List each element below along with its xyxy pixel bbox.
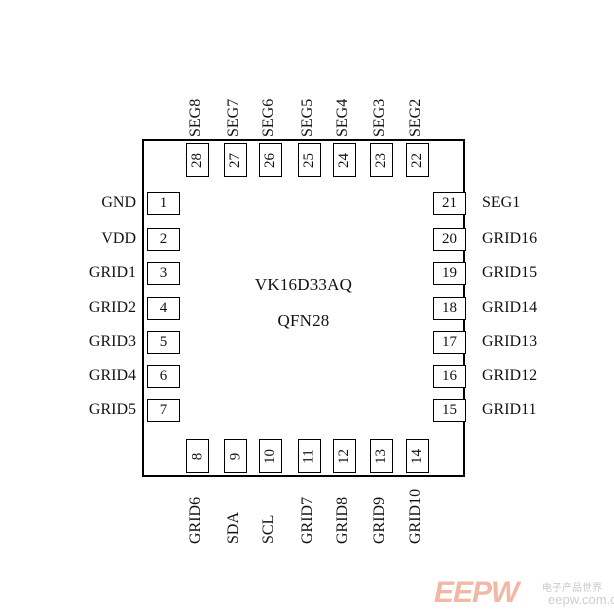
pin-number: 22 [409,152,425,168]
pin-pad-top: 23 [370,143,393,177]
pin-pad-left: 2 [147,228,180,251]
pin-pad-top: 27 [224,143,247,177]
pin-pad-top: 25 [298,143,321,177]
pin-label-bottom: GRID6 [187,496,204,544]
eepw-url: eepw.com.cn [548,592,614,607]
pin-label-top: SEG3 [371,98,388,137]
pin-pad-left: 7 [147,399,180,422]
pin-number: 8 [189,452,205,460]
pin-pad-left: 3 [147,262,180,285]
pin-pad-left: 5 [147,331,180,354]
pin-number: 10 [262,448,278,464]
pin-number: 6 [159,368,168,384]
pin-number: 24 [336,152,352,168]
pin-label-top: SEG2 [407,98,424,137]
pin-number: 20 [442,231,457,247]
pin-number: 25 [301,152,317,168]
eepw-logo: EEPW [434,576,519,609]
pin-label-top: SEG4 [334,98,351,137]
pin-pad-right: 18 [433,297,466,320]
pin-number: 5 [159,334,168,350]
pin-pad-right: 17 [433,331,466,354]
pin-number: 1 [159,195,168,211]
pin-pad-bottom: 14 [406,439,429,473]
pin-number: 9 [227,452,243,460]
pin-number: 3 [159,265,168,281]
pin-pad-left: 4 [147,297,180,320]
pin-pad-right: 21 [433,192,466,215]
pin-label-left: VDD [101,230,136,247]
pin-label-right: GRID12 [482,367,538,384]
pin-number: 7 [159,402,168,418]
pin-number: 16 [442,368,457,384]
pin-label-right: GRID15 [482,264,538,281]
pin-number: 17 [442,334,457,350]
pin-number: 15 [442,402,457,418]
pin-label-top: SEG5 [299,98,316,137]
pin-pad-bottom: 8 [186,439,209,473]
pin-pad-bottom: 11 [298,439,321,473]
pin-pad-left: 6 [147,365,180,388]
package-type: QFN28 [277,311,330,330]
pin-pad-bottom: 13 [370,439,393,473]
pin-label-right: GRID16 [482,230,538,247]
pin-pad-top: 26 [259,143,282,177]
chip-body [142,139,465,477]
pin-number: 28 [189,152,205,168]
pin-number: 19 [442,265,457,281]
pin-label-left: GRID3 [88,333,136,350]
pin-number: 23 [373,152,389,168]
part-number: VK16D33AQ [254,275,353,294]
pin-number: 4 [159,300,168,316]
pin-label-left: GRID4 [88,367,136,384]
pin-label-bottom: GRID7 [299,496,316,544]
pin-pad-right: 19 [433,262,466,285]
pin-label-top: SEG6 [260,98,277,137]
pin-pad-top: 24 [333,143,356,177]
pin-number: 27 [227,152,243,168]
eepw-tagline: 电子产品世界 [542,583,602,594]
pin-number: 11 [300,448,317,464]
pin-pad-right: 16 [433,365,466,388]
pin-label-bottom: SDA [225,511,242,544]
pin-pad-left: 1 [147,192,180,215]
pin-number: 14 [409,448,425,464]
pin-pad-right: 15 [433,399,466,422]
pin-number: 2 [159,231,168,247]
pin-label-bottom: SCL [260,514,277,544]
pin-number: 18 [442,300,457,316]
pin-number: 21 [442,195,457,211]
pin-number: 12 [336,448,352,464]
pin-pad-bottom: 9 [224,439,247,473]
pin-pad-bottom: 10 [259,439,282,473]
pin-label-bottom: GRID9 [371,496,388,544]
pin-label-right: GRID11 [482,401,537,418]
pin-pad-bottom: 12 [333,439,356,473]
pin-label-right: GRID14 [482,299,538,316]
pin-label-left: GRID2 [88,299,136,316]
eepw-watermark: EEPW 电子产品世界 eepw.com.cn [434,578,614,610]
pin-label-bottom: GRID8 [334,496,351,544]
pin-label-right: GRID13 [482,333,538,350]
pin-label-bottom: GRID10 [407,488,424,544]
pin-label-left: GRID5 [88,401,136,418]
pin-pad-top: 28 [186,143,209,177]
pin-label-top: SEG8 [187,98,204,137]
pin-pad-right: 20 [433,228,466,251]
pin-label-top: SEG7 [225,98,242,137]
pin-label-left: GND [101,194,136,211]
pin-number: 26 [262,152,278,168]
pin-pad-top: 22 [406,143,429,177]
pin-label-left: GRID1 [88,264,136,281]
pin-number: 13 [373,448,389,464]
pin-label-right: SEG1 [482,194,521,211]
